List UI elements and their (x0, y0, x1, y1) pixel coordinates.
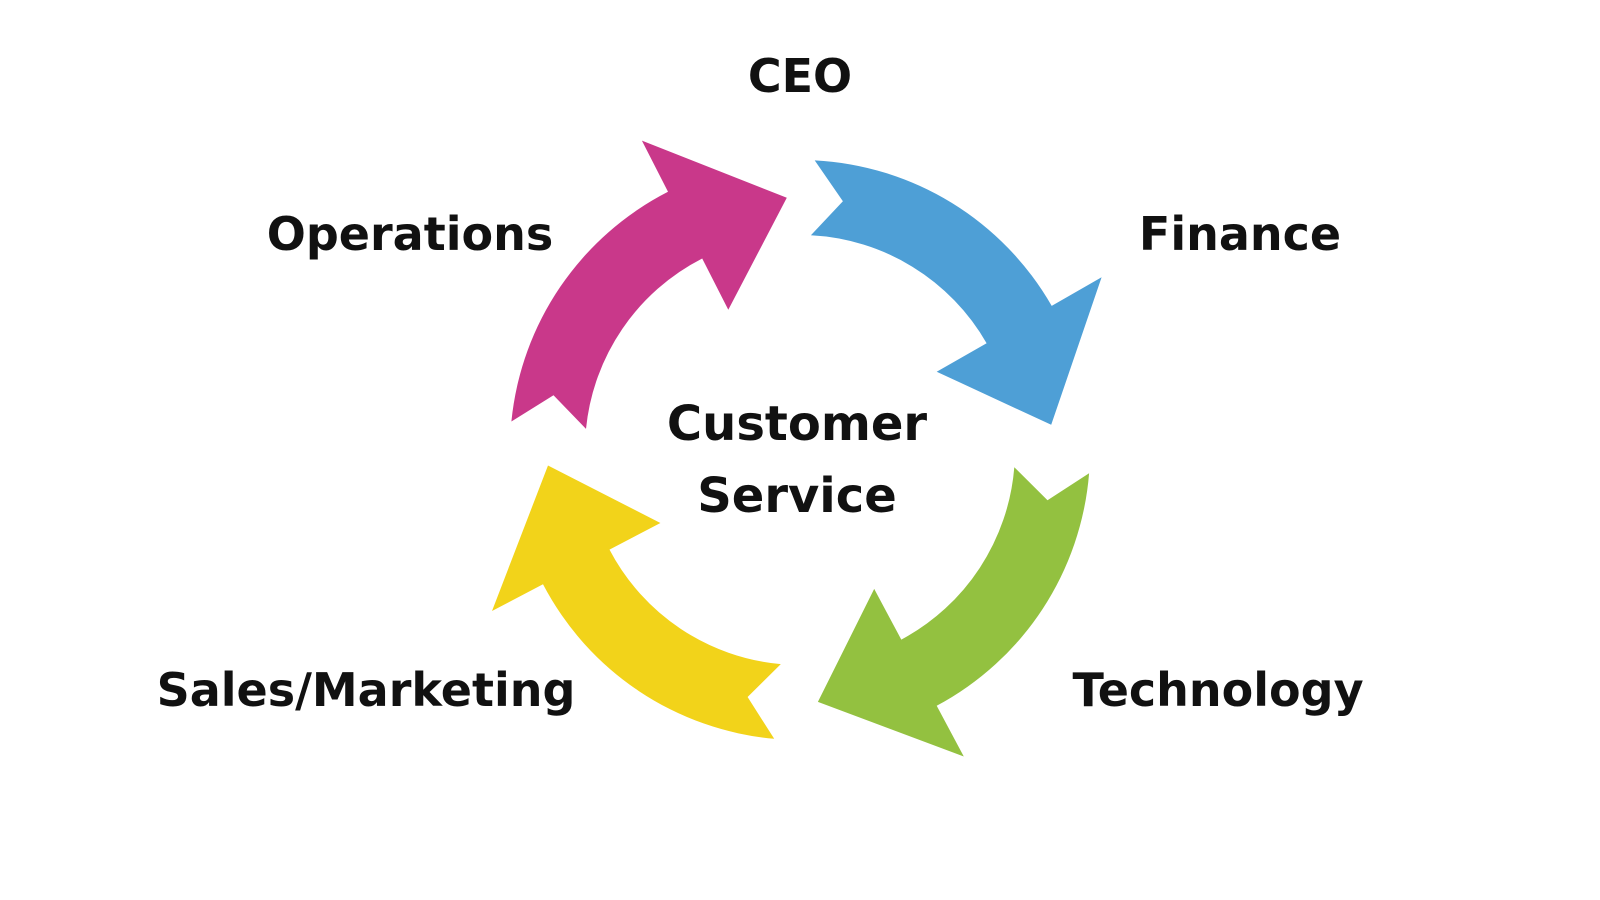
label-technology: Technology (1072, 663, 1363, 717)
arrow-yellow-icon (492, 465, 781, 739)
label-ceo: CEO (748, 49, 852, 103)
arrow-blue-icon (810, 160, 1102, 425)
arrow-pink-icon (511, 140, 787, 429)
arrow-green-icon (817, 467, 1090, 757)
center-label-line2: Service (697, 468, 897, 524)
label-finance: Finance (1139, 207, 1341, 261)
label-operations: Operations (267, 207, 553, 261)
label-sales-marketing: Sales/Marketing (157, 663, 576, 717)
center-label-line1: Customer (667, 396, 927, 452)
